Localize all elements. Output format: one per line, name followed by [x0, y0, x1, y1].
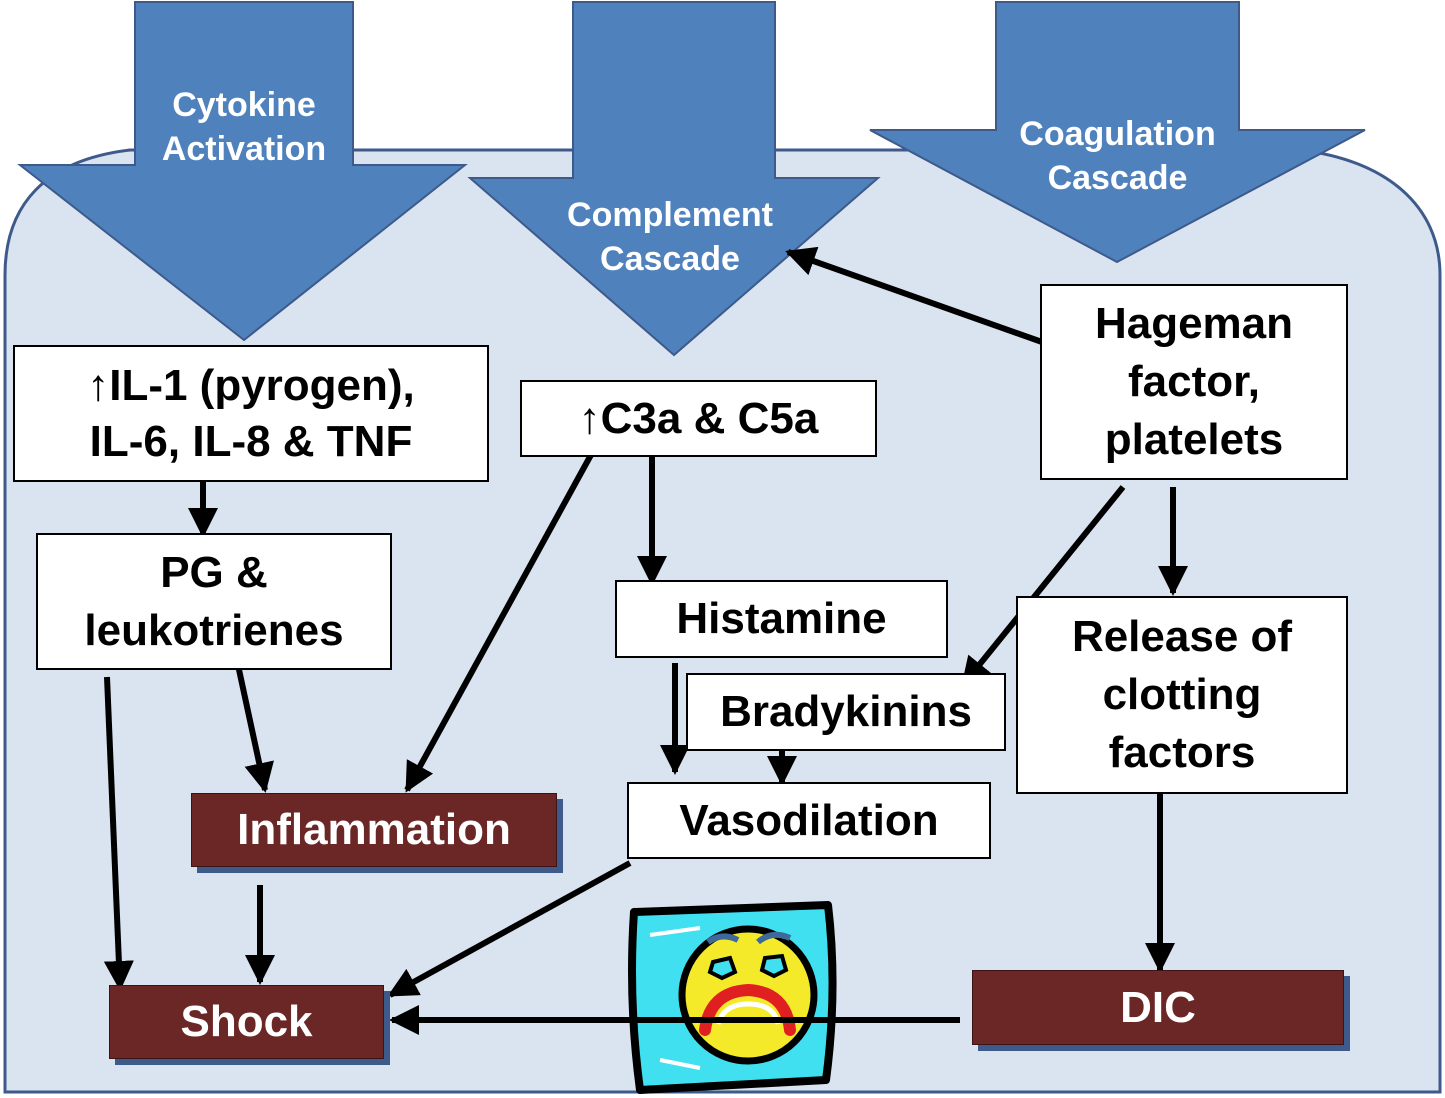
dic-box: DIC: [972, 970, 1344, 1045]
complement-cascade-arrow: [467, 1, 881, 357]
shock-box: Shock: [109, 985, 384, 1059]
edge-hageman-to-bradykinins: [960, 485, 1126, 688]
edge-c3a-to-inflammation: [404, 451, 595, 793]
edge-pg-to-shock: [103, 676, 134, 991]
histamine-box: Histamine: [615, 580, 948, 658]
sad-face-icon: [628, 901, 837, 1094]
bradykinins-box: Bradykinins: [686, 673, 1006, 751]
c3a-c5a-box: ↑C3a & C5a: [520, 380, 877, 457]
cytokine-activation-label: Cytokine Activation: [161, 86, 327, 168]
edge-vasodilation-to-shock: [387, 860, 632, 998]
edge-pg-to-inflammation: [235, 664, 274, 793]
vasodilation-box: Vasodilation: [627, 782, 991, 859]
pg-leukotrienes-box: PG & leukotrienes: [36, 533, 392, 670]
cytokine-cascade-arrow: [17, 1, 468, 342]
edge-hageman-to-complement: [785, 246, 1044, 345]
il-cytokines-box: ↑IL-1 (pyrogen), IL-6, IL-8 & TNF: [13, 345, 489, 482]
hageman-factor-box: Hageman factor, platelets: [1040, 284, 1348, 480]
coagulation-cascade-label: Coagulation Cascade: [1019, 115, 1216, 197]
complement-cascade-label: Complement Cascade: [567, 196, 773, 278]
coagulation-cascade-arrow: [869, 1, 1366, 264]
inflammation-box: Inflammation: [191, 793, 557, 867]
release-clotting-factors-box: Release of clotting factors: [1016, 596, 1348, 794]
